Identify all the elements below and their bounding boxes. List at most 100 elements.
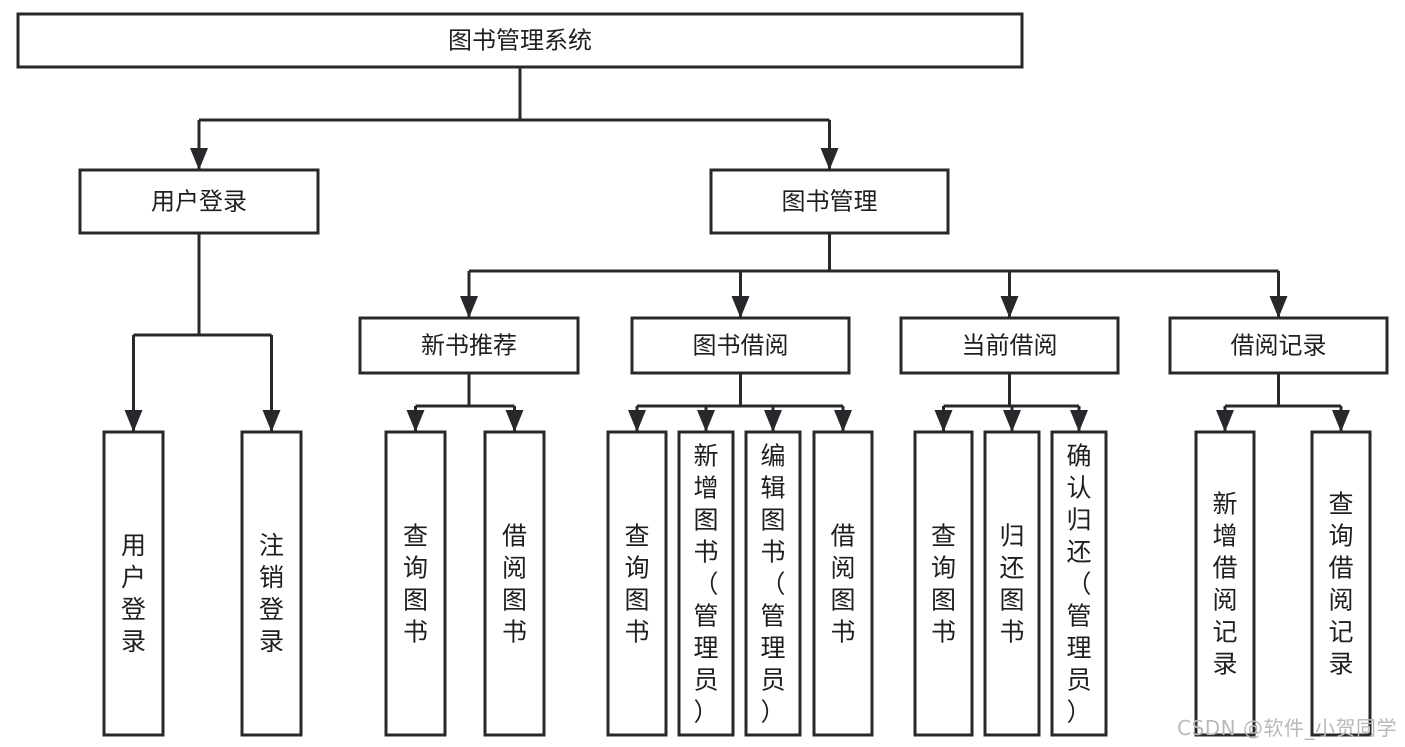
label-char: 书	[624, 617, 649, 646]
node-box-current-borrow[interactable]	[899, 316, 1120, 375]
label-char: 图	[830, 585, 855, 614]
label-char: 阅	[502, 553, 527, 582]
node-current-borrow[interactable]: 当前借阅	[899, 316, 1120, 375]
label-char: 阅	[830, 553, 855, 582]
connector-group-book-management	[460, 233, 1288, 318]
label-char: 新	[693, 441, 718, 470]
connector-arrowhead	[505, 410, 524, 432]
label-char: （	[693, 569, 718, 598]
node-label-book-management: 图书管理	[782, 188, 878, 216]
label-char: 询	[931, 553, 956, 582]
node-box-book-borrow[interactable]	[630, 316, 851, 375]
label-char: 阅	[1212, 585, 1237, 614]
connector-arrowhead	[697, 410, 715, 432]
connector-arrowhead	[1332, 410, 1350, 432]
connector-arrowhead	[406, 410, 425, 432]
label-char: 借	[830, 521, 855, 550]
connector-group-new-book-recommend	[406, 373, 524, 432]
label-char: 归	[999, 521, 1024, 550]
node-user-login[interactable]: 用户登录	[78, 168, 320, 235]
node-label-borrow-record: 借阅记录	[1231, 332, 1327, 360]
label-char: 记	[1212, 617, 1237, 646]
node-box-leaf-add-book-admin[interactable]	[677, 430, 735, 737]
node-box-leaf-borrow-book[interactable]	[812, 430, 874, 737]
node-box-leaf-confirm-return-admin[interactable]	[1050, 430, 1108, 737]
label-char: 阅	[1328, 585, 1353, 614]
label-char: （	[1066, 569, 1091, 598]
node-box-borrow-record[interactable]	[1168, 316, 1389, 375]
connector-arrowhead	[460, 296, 478, 318]
label-char: 图	[624, 585, 649, 614]
label-char: 用	[121, 531, 146, 560]
node-borrow-record[interactable]: 借阅记录	[1168, 316, 1389, 375]
node-leaf-user-login[interactable]: 用户登录	[102, 430, 165, 737]
label-char: 借	[502, 521, 527, 550]
node-box-leaf-add-borrow-record[interactable]	[1194, 430, 1256, 737]
label-char: 书	[830, 617, 855, 646]
node-box-leaf-query-book-current[interactable]	[913, 430, 974, 737]
label-char: 询	[1328, 521, 1353, 550]
label-char: 书	[502, 617, 527, 646]
label-char: 书	[403, 617, 428, 646]
node-label-leaf-user-login: 用户登录	[121, 531, 146, 656]
label-char: 员	[760, 665, 785, 694]
label-char: 查	[624, 521, 649, 550]
watermark-label: CSDN @软件_小贺同学	[1177, 716, 1397, 740]
node-box-new-book-recommend[interactable]	[358, 316, 580, 375]
node-box-leaf-return-book[interactable]	[983, 430, 1041, 737]
label-char: 增	[693, 473, 718, 502]
connector-arrowhead	[262, 410, 281, 432]
label-char: 查	[1328, 489, 1353, 518]
node-box-leaf-logout[interactable]	[240, 430, 303, 737]
node-box-leaf-user-login[interactable]	[102, 430, 165, 737]
label-char: 户	[121, 563, 146, 592]
label-char: 图	[931, 585, 956, 614]
label-char: 新	[1212, 489, 1237, 518]
label-char: 书	[760, 537, 785, 566]
node-box-root[interactable]	[16, 12, 1024, 69]
label-char: 确	[1066, 441, 1091, 470]
node-box-book-management[interactable]	[709, 168, 950, 235]
label-char: 询	[624, 553, 649, 582]
node-book-borrow[interactable]: 图书借阅	[630, 316, 851, 375]
node-label-book-borrow: 图书借阅	[693, 332, 789, 360]
node-box-leaf-query-book-borrow[interactable]	[606, 430, 668, 737]
label-char: 理	[1066, 633, 1091, 662]
node-box-user-login[interactable]	[78, 168, 320, 235]
label-char: 登	[121, 595, 146, 624]
label-char: 查	[403, 521, 428, 550]
node-box-leaf-borrow-book-new[interactable]	[483, 430, 546, 737]
connector-arrowhead	[934, 410, 953, 432]
node-new-book-recommend[interactable]: 新书推荐	[358, 316, 580, 375]
node-box-leaf-edit-book-admin[interactable]	[744, 430, 802, 737]
label-char: 录	[1328, 649, 1353, 678]
node-book-management[interactable]: 图书管理	[709, 168, 950, 235]
node-box-leaf-query-borrow-record[interactable]	[1310, 430, 1372, 737]
label-char: 登	[259, 595, 284, 624]
label-char: 书	[999, 617, 1024, 646]
connector-arrowhead	[834, 410, 852, 432]
label-char: ）	[693, 697, 718, 726]
node-box-leaf-query-book-new[interactable]	[384, 430, 447, 737]
node-root[interactable]: 图书管理系统	[16, 12, 1024, 69]
